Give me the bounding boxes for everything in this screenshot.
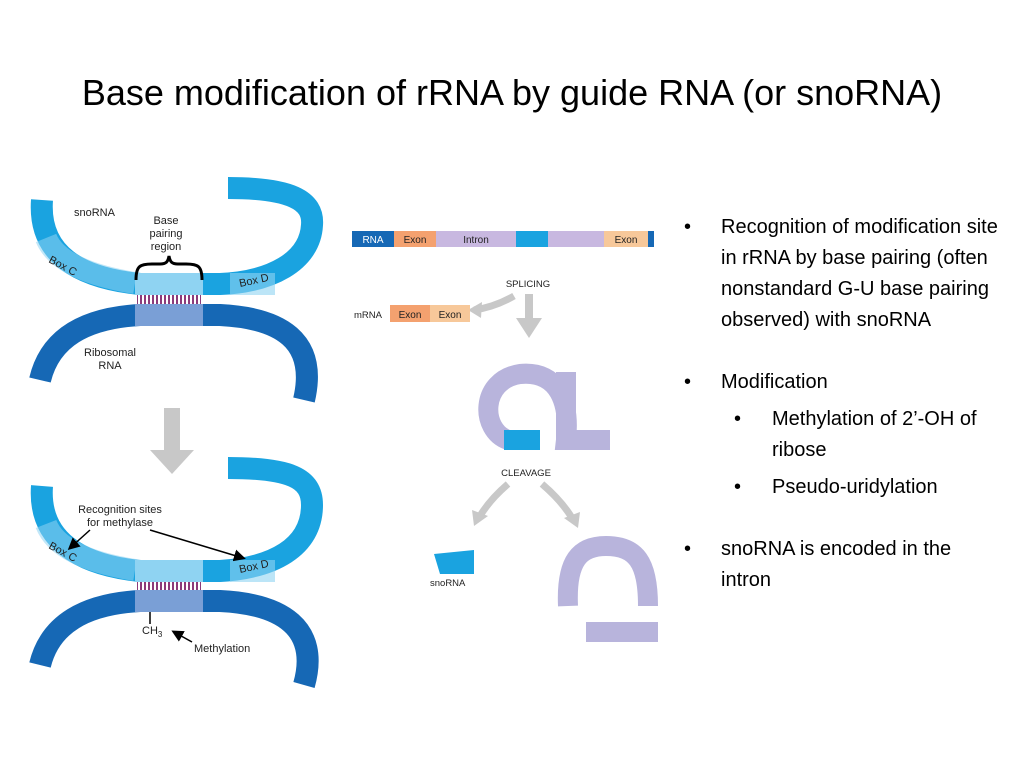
- pairing-segment-snorna-bottom: [135, 560, 203, 582]
- cleavage-label: CLEAVAGE: [501, 468, 551, 479]
- base-pairing-label-1: Base: [153, 215, 178, 227]
- down-arrow: [150, 408, 194, 474]
- released-snorna-label: snoRNA: [430, 578, 466, 589]
- cleavage-arrowhead-right: [564, 512, 580, 528]
- lariat-stem: [556, 372, 576, 442]
- base-pairing-label-3: region: [151, 241, 182, 253]
- base-pairing-label-2: pairing: [149, 228, 182, 240]
- top-panel: snoRNA Base pairing region Box C Box D R…: [29, 177, 324, 403]
- recognition-arrow-box-c: [67, 529, 91, 551]
- rrna-strand-top: [29, 304, 318, 403]
- rrna-strand-bottom: [29, 590, 319, 688]
- mrna-exon-2: [430, 305, 470, 322]
- pre-mrna-rna-segment: [352, 231, 394, 247]
- bullet-modification: Modification: [680, 367, 1000, 398]
- pairing-segment-snorna: [135, 273, 203, 295]
- bullet-list: Recognition of modification site in rRNA…: [680, 212, 1000, 596]
- box-c-band-bottom: [35, 519, 137, 581]
- splicing-arrow-down-shaft: [525, 294, 533, 320]
- degraded-intron-tail: [586, 622, 658, 642]
- pre-mrna-exon-1: [394, 231, 436, 247]
- pre-mrna-intron-2: [548, 231, 604, 247]
- recognition-sites-label-2: for methylase: [87, 517, 153, 529]
- released-snorna: [434, 550, 474, 574]
- bullet-snorna-intron: snoRNA is encoded in the intron: [680, 534, 1000, 596]
- splicing-arrowhead-left: [468, 302, 482, 318]
- sub-bullet-methylation: Methylation of 2’-OH of ribose: [680, 404, 1000, 466]
- box-d-band: [230, 273, 275, 295]
- methylation-arrow: [171, 630, 193, 643]
- rna-label: RNA: [362, 235, 383, 246]
- snorna-label-top: snoRNA: [74, 207, 116, 219]
- methylation-label: Methylation: [194, 643, 250, 655]
- mrna-exon-1: [390, 305, 430, 322]
- pre-mrna-exon-2: [604, 231, 648, 247]
- base-pairing-stripes-bottom: [137, 582, 201, 592]
- degraded-intron: [557, 535, 658, 607]
- slide-title: Base modification of rRNA by guide RNA (…: [81, 72, 943, 113]
- splicing-arrowhead-down: [516, 318, 542, 338]
- ch3-label: CH3: [142, 625, 163, 639]
- cleavage-arrow-left: [476, 481, 511, 518]
- recognition-sites-label-1: Recognition sites: [78, 504, 162, 516]
- cleavage-arrowhead-left: [472, 510, 488, 526]
- intron-label: Intron: [463, 235, 489, 246]
- sub-bullet-pseudouridylation: Pseudo-uridylation: [680, 472, 1000, 503]
- base-pairing-stripes: [137, 295, 201, 305]
- pre-mrna-tail: [648, 231, 654, 247]
- recognition-arrow-box-d: [149, 529, 246, 562]
- mrna-label: mRNA: [354, 310, 383, 321]
- bottom-panel: Recognition sites for methylase Box C Bo…: [29, 457, 324, 688]
- ribosomal-rna-label-2: RNA: [98, 360, 122, 372]
- box-d-band-bottom: [230, 560, 275, 582]
- splicing-label: SPLICING: [506, 279, 550, 290]
- mrna-exon-label-2: Exon: [439, 310, 462, 321]
- mrna-exon-label-1: Exon: [399, 310, 422, 321]
- base-pairing-brace: [134, 255, 204, 281]
- box-c-band: [35, 233, 137, 294]
- pairing-segment-rrna-bottom: [135, 590, 203, 612]
- exon-label-1: Exon: [404, 235, 427, 246]
- pre-mrna-intron-1: [436, 231, 516, 247]
- bullet-recognition: Recognition of modification site in rRNA…: [680, 212, 1000, 336]
- splicing-panel: RNA Exon Intron Exon SPLICING mRNA Exon …: [352, 231, 658, 642]
- pre-mrna-snorna-segment: [516, 231, 548, 247]
- pairing-segment-rrna: [135, 304, 203, 326]
- exon-label-2: Exon: [615, 235, 638, 246]
- cleavage-arrow-right: [539, 481, 576, 520]
- ribosomal-rna-label-1: Ribosomal: [84, 347, 136, 359]
